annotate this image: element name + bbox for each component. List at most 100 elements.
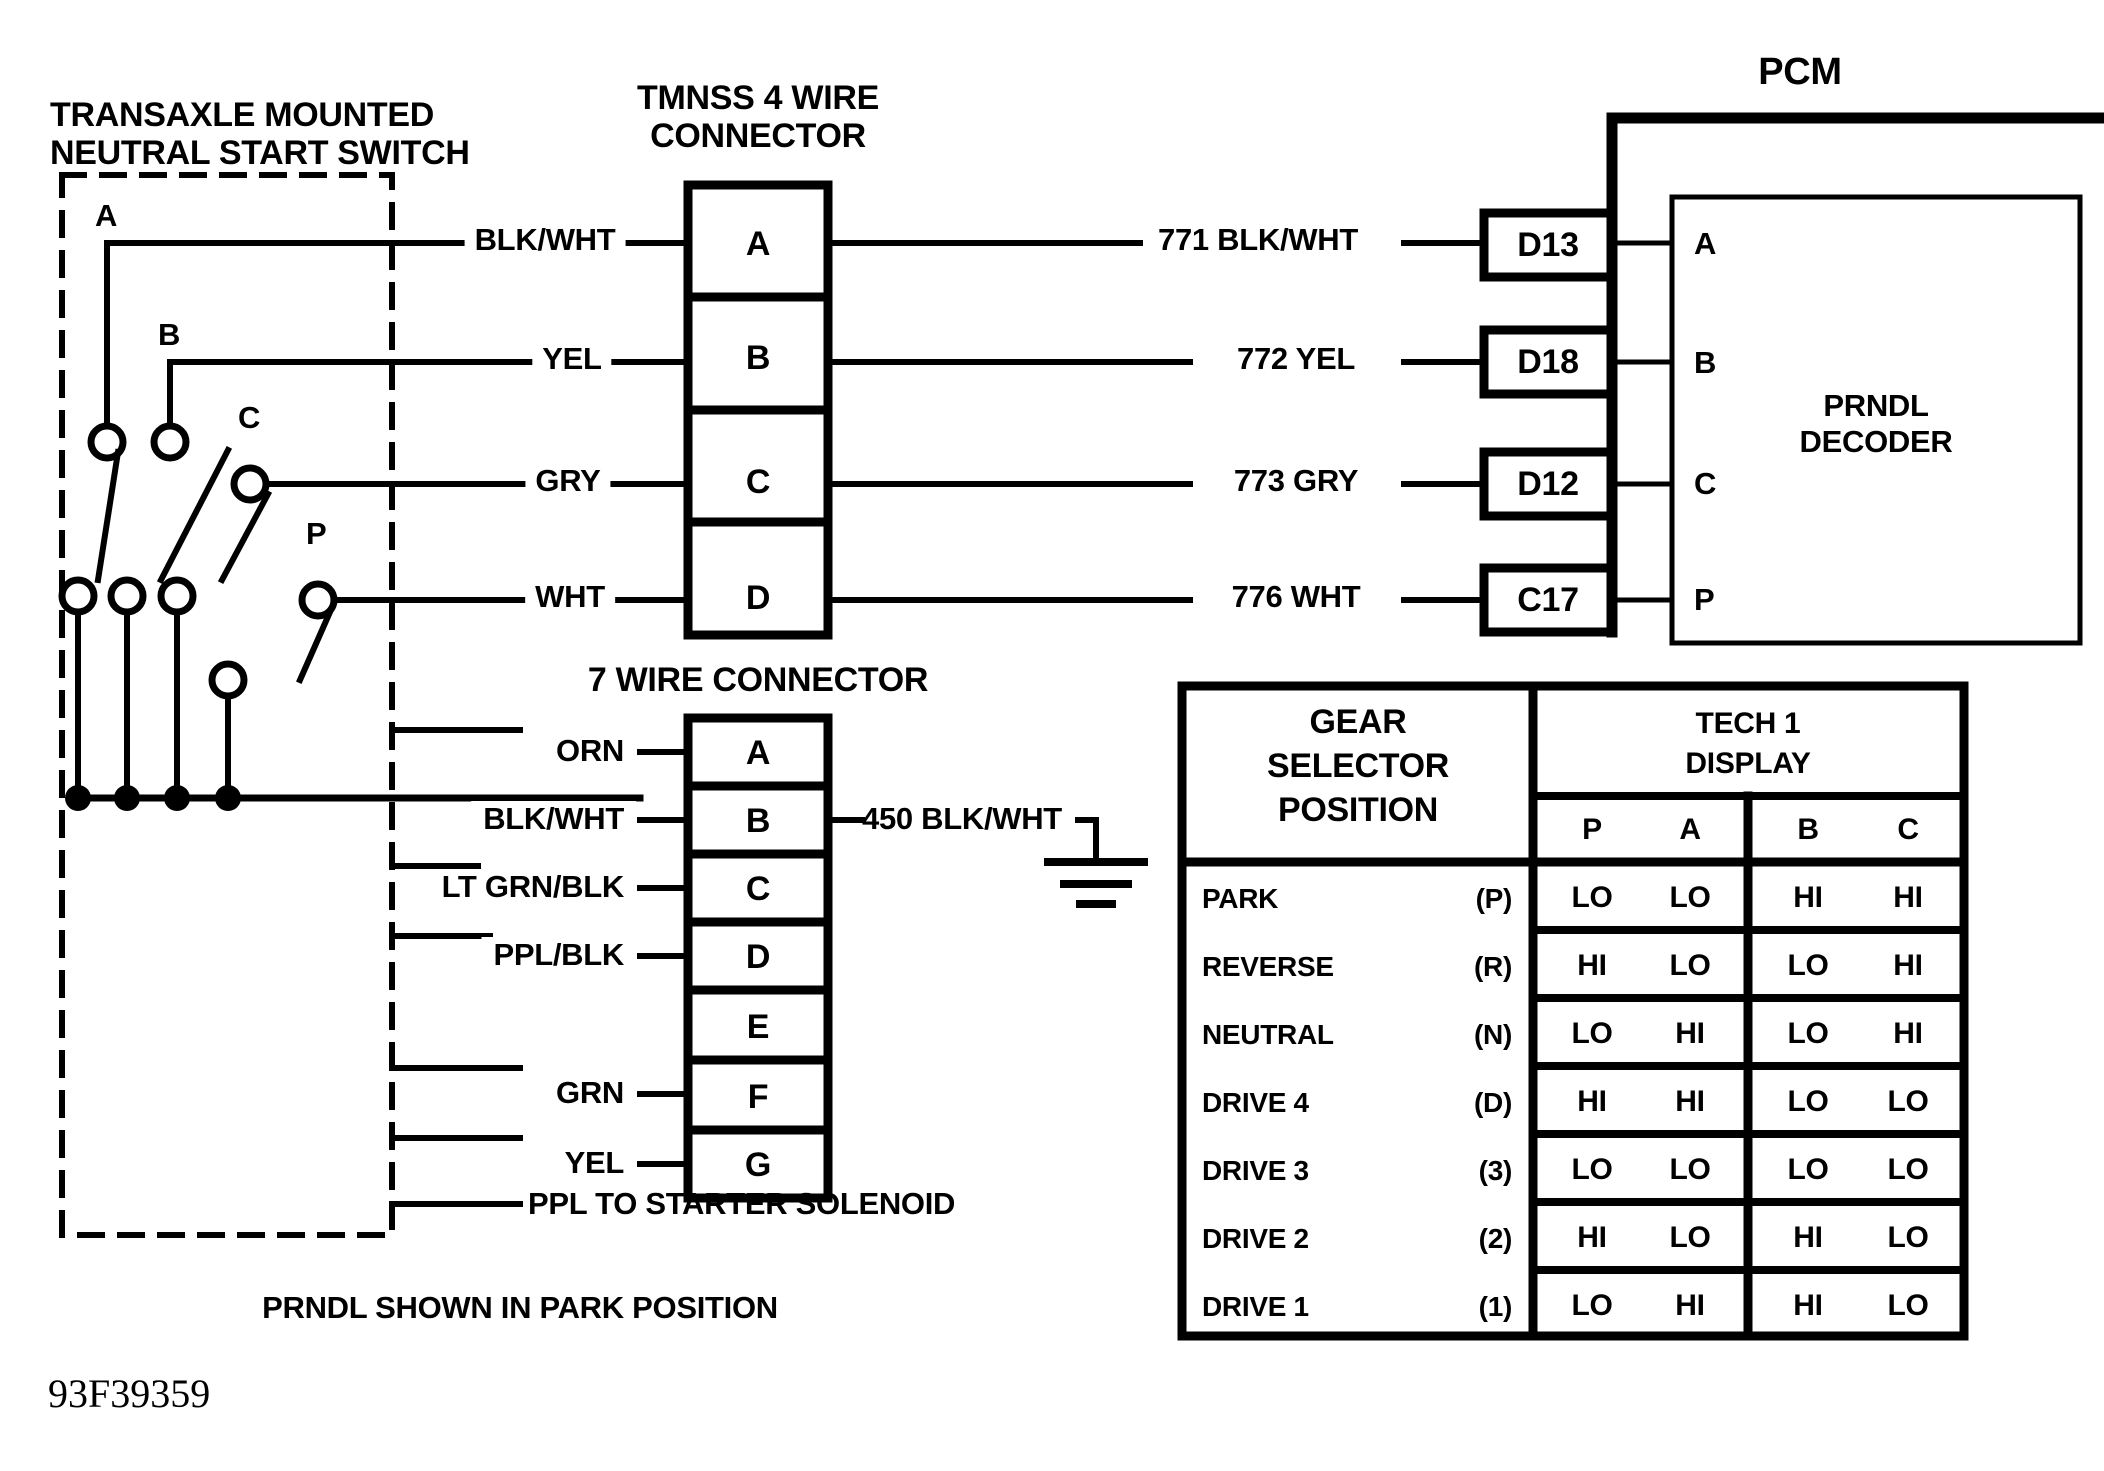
wire-label-blkwht-4w: BLK/WHT <box>464 222 626 259</box>
connector-7wire-pin-g: G <box>744 1146 772 1184</box>
table-cell-6-0: LO <box>1571 1289 1613 1322</box>
table-header-gear-line2: SELECTOR <box>1266 747 1450 785</box>
table-cell-3-1: HI <box>1675 1085 1705 1118</box>
table-header-tech1-line2: DISPLAY <box>1685 747 1811 780</box>
connector-4wire-pin-d: D <box>745 579 771 617</box>
table-row-code-4: (3) <box>1478 1155 1513 1186</box>
table-row-code-0: (P) <box>1475 883 1513 914</box>
table-row-label-6: DRIVE 1 <box>1202 1291 1309 1322</box>
wire-label-orn: ORN <box>544 733 636 770</box>
table-cell-6-2: HI <box>1793 1289 1823 1322</box>
wire-label-blkwht-7w: BLK/WHT <box>471 801 636 838</box>
pcm-terminal-d13 <box>1479 208 1617 282</box>
table-row-code-1: (R) <box>1474 951 1512 982</box>
wire-label-wht-4w: WHT <box>525 579 615 616</box>
wire-label-gry-4w: GRY <box>525 463 611 500</box>
wire-label-pplblk: PPL/BLK <box>481 937 636 974</box>
table-cell-2-0: LO <box>1571 1017 1613 1050</box>
table-cell-0-3: HI <box>1893 881 1923 914</box>
pcm-outer-bus <box>1606 112 2104 638</box>
switch-contact-label-p: P <box>306 516 327 551</box>
bus-junction-dot-p <box>215 785 241 811</box>
table-row-code-5: (2) <box>1478 1223 1513 1254</box>
table-cell-3-3: LO <box>1887 1085 1929 1118</box>
table-subheader-c: C <box>1897 813 1919 846</box>
table-cell-6-3: LO <box>1887 1289 1929 1322</box>
circuit-label-450: 450 BLK/WHT <box>862 801 1062 836</box>
table-cell-1-1: LO <box>1669 949 1711 982</box>
table-row-code-2: (N) <box>1474 1019 1512 1050</box>
pcm-terminal-label-c17: C17 <box>1517 581 1579 619</box>
table-cell-2-3: HI <box>1893 1017 1923 1050</box>
decoder-pin-c: C <box>1694 466 1717 501</box>
connector-4wire-pin-a: A <box>745 225 771 263</box>
circuit-label-773: 773 GRY <box>1221 463 1371 500</box>
table-cell-5-3: LO <box>1887 1221 1929 1254</box>
pcm-terminal-label-d13: D13 <box>1517 226 1579 264</box>
table-row-label-5: DRIVE 2 <box>1202 1223 1309 1254</box>
table-row-label-1: REVERSE <box>1202 951 1334 982</box>
pcm-title: PCM <box>1758 51 1842 93</box>
table-cell-3-0: HI <box>1577 1085 1607 1118</box>
circuit-label-776: 776 WHT <box>1219 579 1373 616</box>
table-cell-2-2: LO <box>1787 1017 1829 1050</box>
switch-contact-a-lower <box>58 576 98 616</box>
table-cell-0-0: LO <box>1571 881 1613 914</box>
pcm-terminal-label-d18: D18 <box>1517 343 1579 381</box>
table-row-code-3: (D) <box>1474 1087 1512 1118</box>
table-cell-4-3: LO <box>1887 1153 1929 1186</box>
connector-7wire-pin-a: A <box>745 734 771 772</box>
switch-title-line2: NEUTRAL START SWITCH <box>50 134 470 172</box>
table-cell-3-2: LO <box>1787 1085 1829 1118</box>
table-cell-5-1: LO <box>1669 1221 1711 1254</box>
table-header-tech1-line1: TECH 1 <box>1695 707 1801 740</box>
starter-solenoid-label: PPL TO STARTER SOLENOID <box>528 1186 956 1221</box>
table-cell-5-2: HI <box>1793 1221 1823 1254</box>
switch-enclosure-dashed-box <box>59 172 395 1238</box>
table-cell-6-1: HI <box>1675 1289 1705 1322</box>
switch-contact-label-c: C <box>238 400 261 435</box>
wire-label-yel-4w: YEL <box>532 341 612 378</box>
table-row-label-0: PARK <box>1202 883 1279 914</box>
switch-pole-a <box>87 422 127 462</box>
decoder-pin-b: B <box>1694 345 1717 380</box>
table-subheader-p: P <box>1582 813 1602 846</box>
table-cell-0-1: LO <box>1669 881 1711 914</box>
drawing-number: 93F39359 <box>48 1371 211 1416</box>
switch-blade-p <box>296 608 334 684</box>
connector-7wire-body <box>683 713 833 1203</box>
table-subheader-b: B <box>1797 813 1819 846</box>
connector-4wire-title-line1: TMNSS 4 WIRE <box>637 79 879 117</box>
table-cell-4-1: LO <box>1669 1153 1711 1186</box>
table-cell-4-2: LO <box>1787 1153 1829 1186</box>
table-header-gear-line1: GEAR <box>1309 703 1407 741</box>
table-row-label-2: NEUTRAL <box>1202 1019 1334 1050</box>
pcm-terminal-label-d12: D12 <box>1517 465 1579 503</box>
switch-contact-p-lower <box>208 660 248 700</box>
switch-blade-b <box>156 445 233 585</box>
decoder-pin-p: P <box>1694 582 1715 617</box>
table-row-label-4: DRIVE 3 <box>1202 1155 1309 1186</box>
bus-junction-dot-c <box>164 785 190 811</box>
prndl-decoder-label-line2: DECODER <box>1799 424 1953 459</box>
table-cell-1-0: HI <box>1577 949 1607 982</box>
switch-pole-p <box>298 580 338 620</box>
switch-title-line1: TRANSAXLE MOUNTED <box>50 96 435 134</box>
pcm-terminal-d12 <box>1479 447 1617 521</box>
table-cell-0-2: HI <box>1793 881 1823 914</box>
bus-junction-dot-a <box>65 785 91 811</box>
connector-4wire-pin-c: C <box>745 463 771 501</box>
wire-label-yel-7w: YEL <box>552 1145 636 1182</box>
connector-7wire-pin-b: B <box>745 802 771 840</box>
table-row-code-6: (1) <box>1478 1291 1513 1322</box>
table-cell-1-3: HI <box>1893 949 1923 982</box>
switch-blade-a <box>94 448 122 584</box>
table-subheader-a: A <box>1679 813 1701 846</box>
connector-7wire-pin-c: C <box>745 870 771 908</box>
switch-contact-b-lower <box>107 576 147 616</box>
circuit-label-772: 772 YEL <box>1225 341 1367 378</box>
connector-7wire-title: 7 WIRE CONNECTOR <box>587 661 929 699</box>
switch-contact-label-b: B <box>158 317 181 352</box>
